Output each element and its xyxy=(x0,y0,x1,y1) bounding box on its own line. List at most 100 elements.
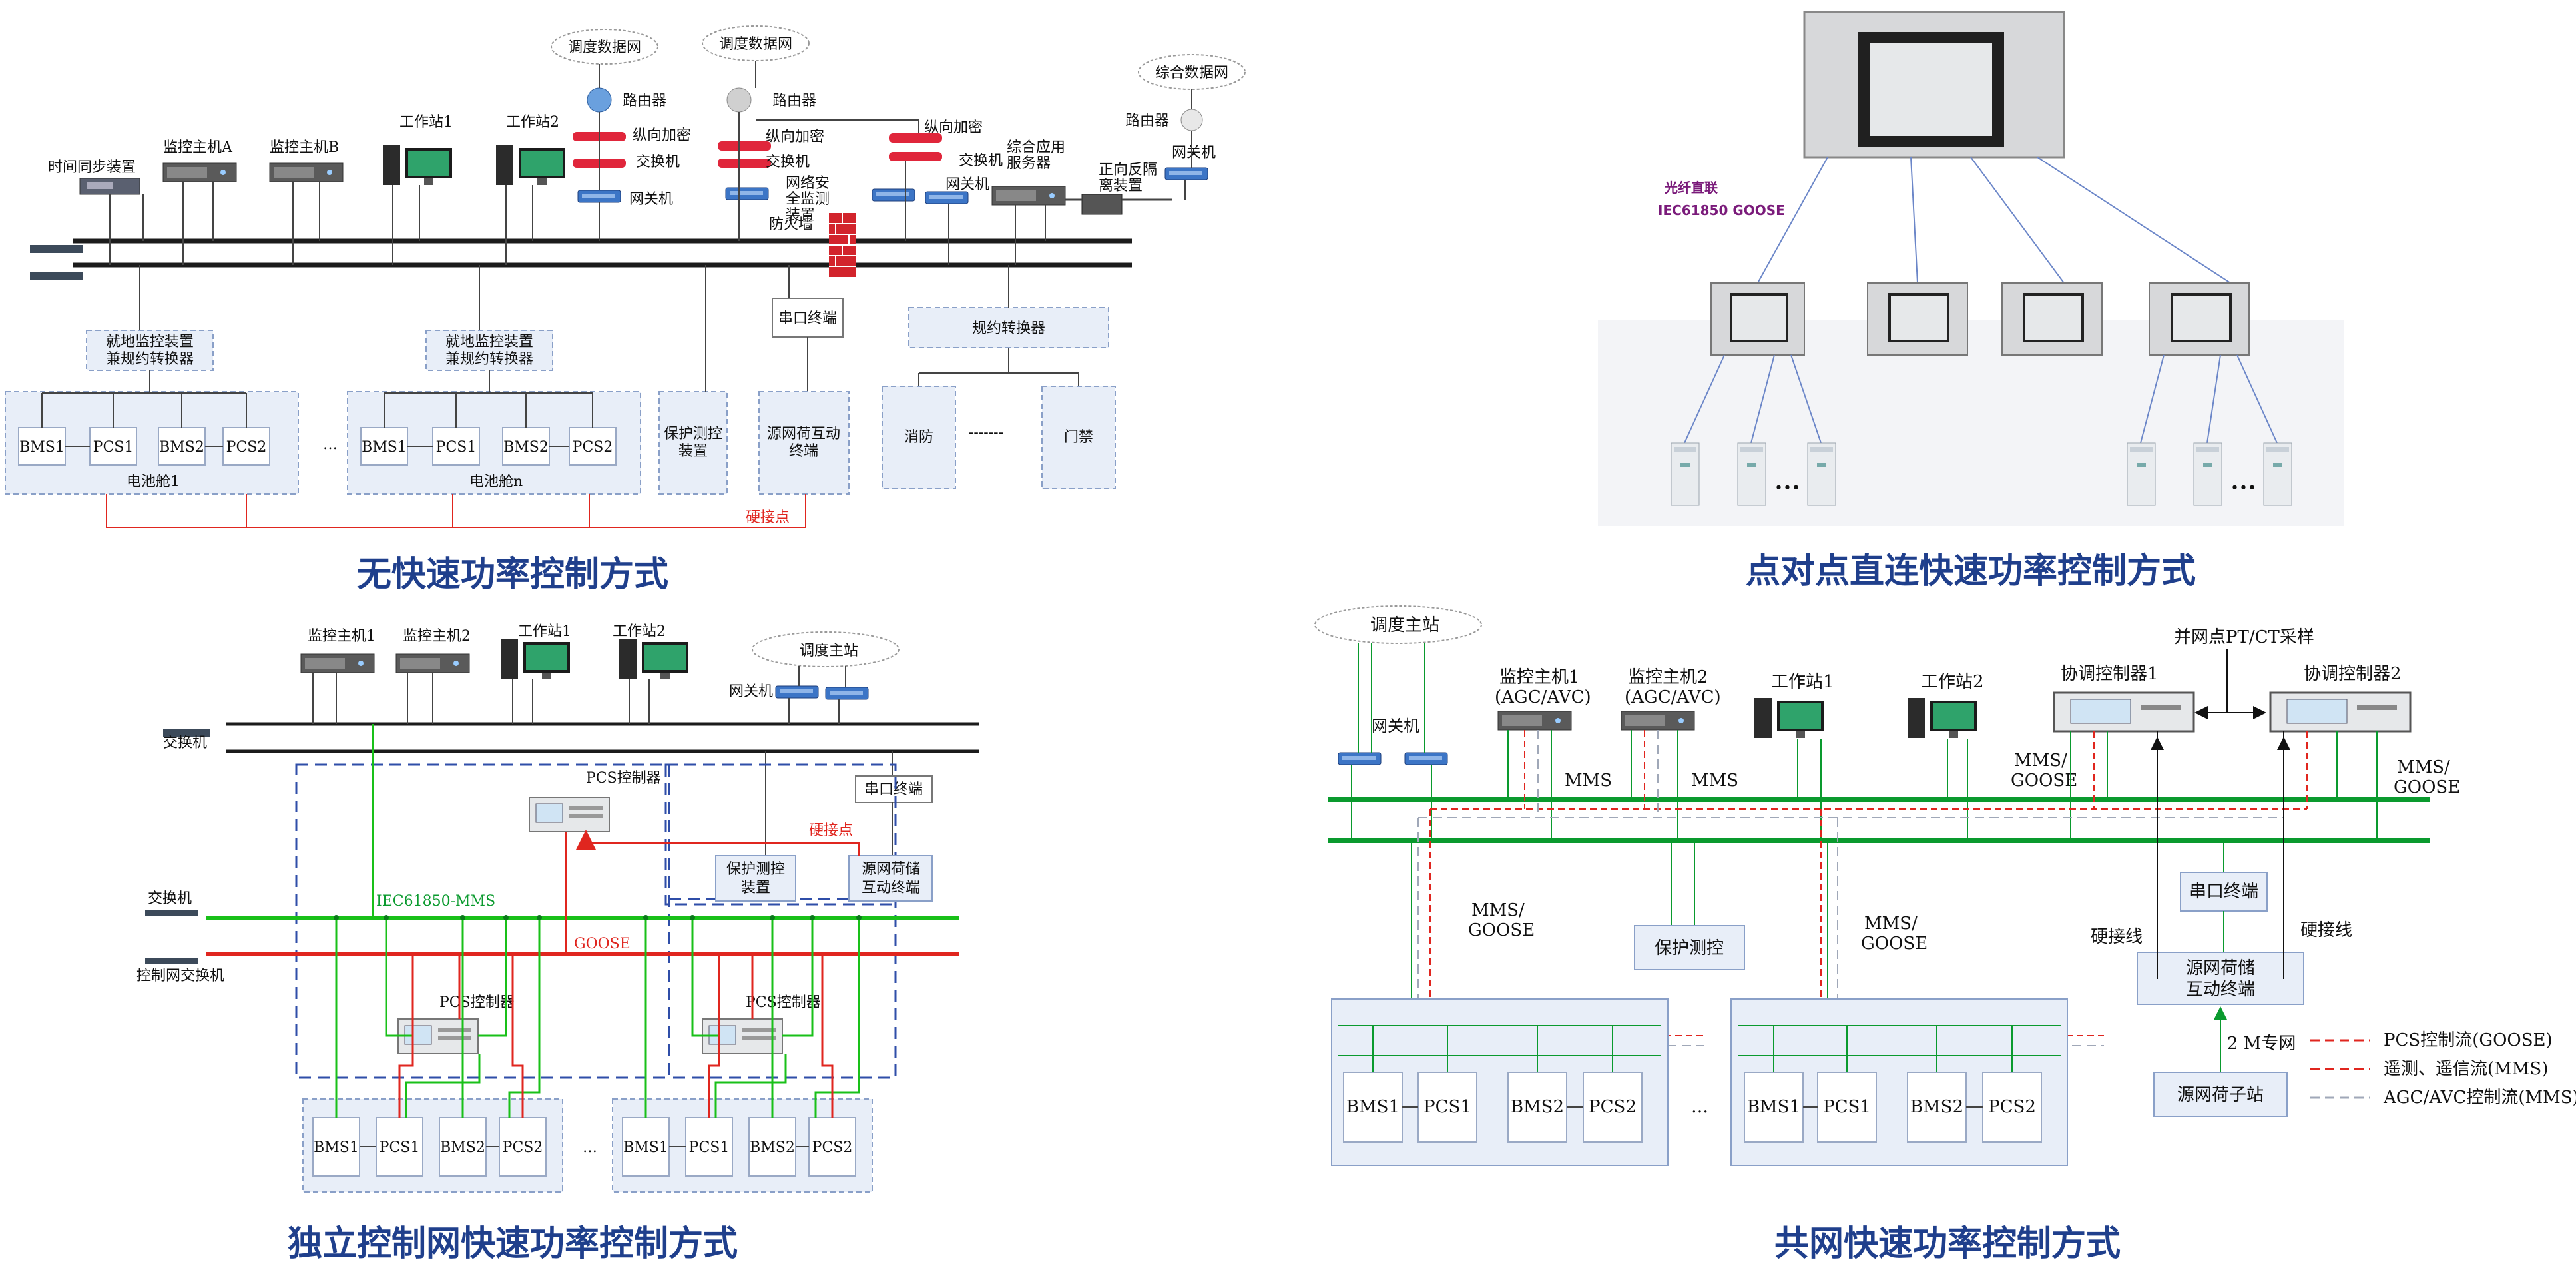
router-2 xyxy=(726,87,752,113)
firewall-icon xyxy=(829,213,856,277)
access-box xyxy=(1041,386,1116,489)
ws2-label: 工作站2 xyxy=(506,114,559,131)
net-sec-device xyxy=(872,188,915,202)
host-1-label: 监控主机1 xyxy=(308,628,376,645)
bl-serial-box xyxy=(855,775,933,803)
br-ws2-label: 工作站2 xyxy=(1921,672,1984,692)
vert-enc-2-label: 纵向加密 xyxy=(766,129,824,145)
caption-shared-network: 共网快速功率控制方式 xyxy=(1774,1224,2121,1264)
local-monitor-2-box xyxy=(425,330,553,371)
protocol-converter-label: 规约转换器 xyxy=(972,320,1045,337)
bl-src-grid-label-b: 互动终端 xyxy=(862,880,920,896)
isolation-device xyxy=(1081,194,1123,215)
router-1-label: 路由器 xyxy=(623,93,666,109)
bl-r-pcs2: PCS2 xyxy=(812,1139,853,1156)
br-r-pcs1: PCS1 xyxy=(1823,1097,1871,1117)
router-3 xyxy=(1180,109,1203,131)
router-2-label: 路由器 xyxy=(772,93,816,109)
br-hardwire-left: 硬接线 xyxy=(2091,927,2143,947)
bl-pcs-ctrl-label: PCS控制器 xyxy=(586,770,661,787)
cabin-ellipsis: … xyxy=(323,436,338,453)
bl-gateway-label: 网关机 xyxy=(729,683,773,700)
serial-terminal-label: 串口终端 xyxy=(778,310,837,327)
bl-src-grid-label-a: 源网荷储 xyxy=(862,861,920,878)
cabin-n-units xyxy=(360,427,617,466)
br-hardwire-right: 硬接线 xyxy=(2300,920,2352,940)
workstation-1 xyxy=(383,145,452,185)
isolation-label-1: 正向反隔 xyxy=(1099,162,1157,178)
br-legend: PCS控制流(GOOSE) 遥测、遥信流(MMS) AGC/AVC控制流(MMS… xyxy=(2310,1030,2576,1108)
br-coord1-label: 协调控制器1 xyxy=(2061,664,2159,684)
bl-protection-box xyxy=(715,855,796,902)
app-server-label-2: 服务器 xyxy=(1007,155,1051,172)
host-2-device xyxy=(395,653,470,673)
router-1 xyxy=(587,87,612,113)
br-r-bms1: BMS1 xyxy=(1747,1097,1800,1117)
firewall-label: 防火墙 xyxy=(769,216,813,233)
bl-switch-label: 交换机 xyxy=(163,735,207,751)
bl-red-wires xyxy=(398,954,834,1118)
br-cloud-label: 调度主站 xyxy=(1370,615,1439,635)
caption-point-to-point: 点对点直连快速功率控制方式 xyxy=(1746,551,2196,591)
bl-l-bms2: BMS2 xyxy=(440,1139,485,1156)
bl-ctrl-switch-label: 控制网交换机 xyxy=(136,968,224,984)
br-mms-goose-left-a: MMS/ xyxy=(2014,751,2067,771)
src-grid-label-a: 源网荷互动 xyxy=(767,426,840,442)
app-server-label-1: 综合应用 xyxy=(1007,139,1065,156)
cabin1-bms1: BMS1 xyxy=(19,439,65,456)
br-protection-label: 保护测控 xyxy=(1655,938,1724,958)
gateway-1 xyxy=(577,190,621,203)
switch-2-label: 交换机 xyxy=(766,154,810,170)
cabinet-6 xyxy=(2263,442,2292,506)
br-serial-label: 串口终端 xyxy=(2189,882,2258,902)
bl-serial-label: 串口终端 xyxy=(864,781,923,798)
panel-no-fast-control: 调度数据网 调度数据网 综合数据网 时间同步装置 监控主机A 监控主机B 工作站… xyxy=(5,25,1246,595)
br-substation-label: 源网荷子站 xyxy=(2177,1085,2264,1105)
bl-hardwire-arrow xyxy=(576,830,860,856)
gateway-3 xyxy=(1164,167,1208,180)
cabinet-2 xyxy=(1737,442,1766,506)
src-grid-label-b: 终端 xyxy=(789,443,818,460)
br-mms-goose-right2-b: GOOSE xyxy=(1861,934,1928,954)
br-src-grid-label-b: 互动终端 xyxy=(2186,980,2255,1000)
app-server xyxy=(991,186,1066,206)
src-grid-box xyxy=(758,391,850,495)
host-a-device xyxy=(162,162,237,182)
protection-label-a: 保护测控 xyxy=(664,426,722,442)
br-protection-box xyxy=(1634,925,1745,970)
br-r-bms2: BMS2 xyxy=(1910,1097,1963,1117)
bl-r-bms2: BMS2 xyxy=(750,1139,795,1156)
bl-l-pcs1: PCS1 xyxy=(380,1139,420,1156)
br-mms-goose-right-a: MMS/ xyxy=(2397,757,2450,777)
bl-switch2-icon xyxy=(145,910,198,916)
ws1-label: 工作站1 xyxy=(399,114,453,131)
cabinet-5 xyxy=(2193,442,2222,506)
br-cabin-buses xyxy=(1338,1025,2061,1056)
cabin-1-units xyxy=(18,427,270,466)
br-private-net-label: 2 M专网 xyxy=(2227,1034,2296,1054)
switch-red-3 xyxy=(889,152,942,161)
host-b-device xyxy=(269,162,344,182)
gateway-1-label: 网关机 xyxy=(629,191,673,208)
switch-left-1 xyxy=(30,245,83,253)
br-mms-2: MMS xyxy=(1691,771,1738,791)
fiber-lines xyxy=(1757,157,2231,284)
bl-l-bms1: BMS1 xyxy=(314,1139,359,1156)
cloud-integrated-label: 综合数据网 xyxy=(1155,65,1228,81)
panel-point-to-point: 光纤直联 IEC61850 GOOSE xyxy=(1598,0,2344,591)
bl-switch-icon xyxy=(163,729,210,737)
br-unit-risers xyxy=(1372,1026,2013,1072)
isolation-label-2: 离装置 xyxy=(1099,178,1143,194)
cabin1-pcs2: PCS2 xyxy=(226,439,267,456)
gateway-2-label: 网关机 xyxy=(945,176,989,193)
dots-right: ••• xyxy=(2230,480,2256,497)
net-sec-label-2: 全监测 xyxy=(786,191,830,208)
bl-gateway-1 xyxy=(775,685,819,699)
cloud-dispatch-2-label: 调度数据网 xyxy=(719,36,792,53)
local-monitor-2-label-b: 兼规约转换器 xyxy=(445,351,533,368)
fire-label: 消防 xyxy=(904,429,933,446)
bl-green-wires xyxy=(335,918,860,1118)
bl-switch2-label: 交换机 xyxy=(148,890,192,907)
gateway-1b xyxy=(725,187,769,200)
local-monitor-2-label-a: 就地监控装置 xyxy=(445,334,533,350)
